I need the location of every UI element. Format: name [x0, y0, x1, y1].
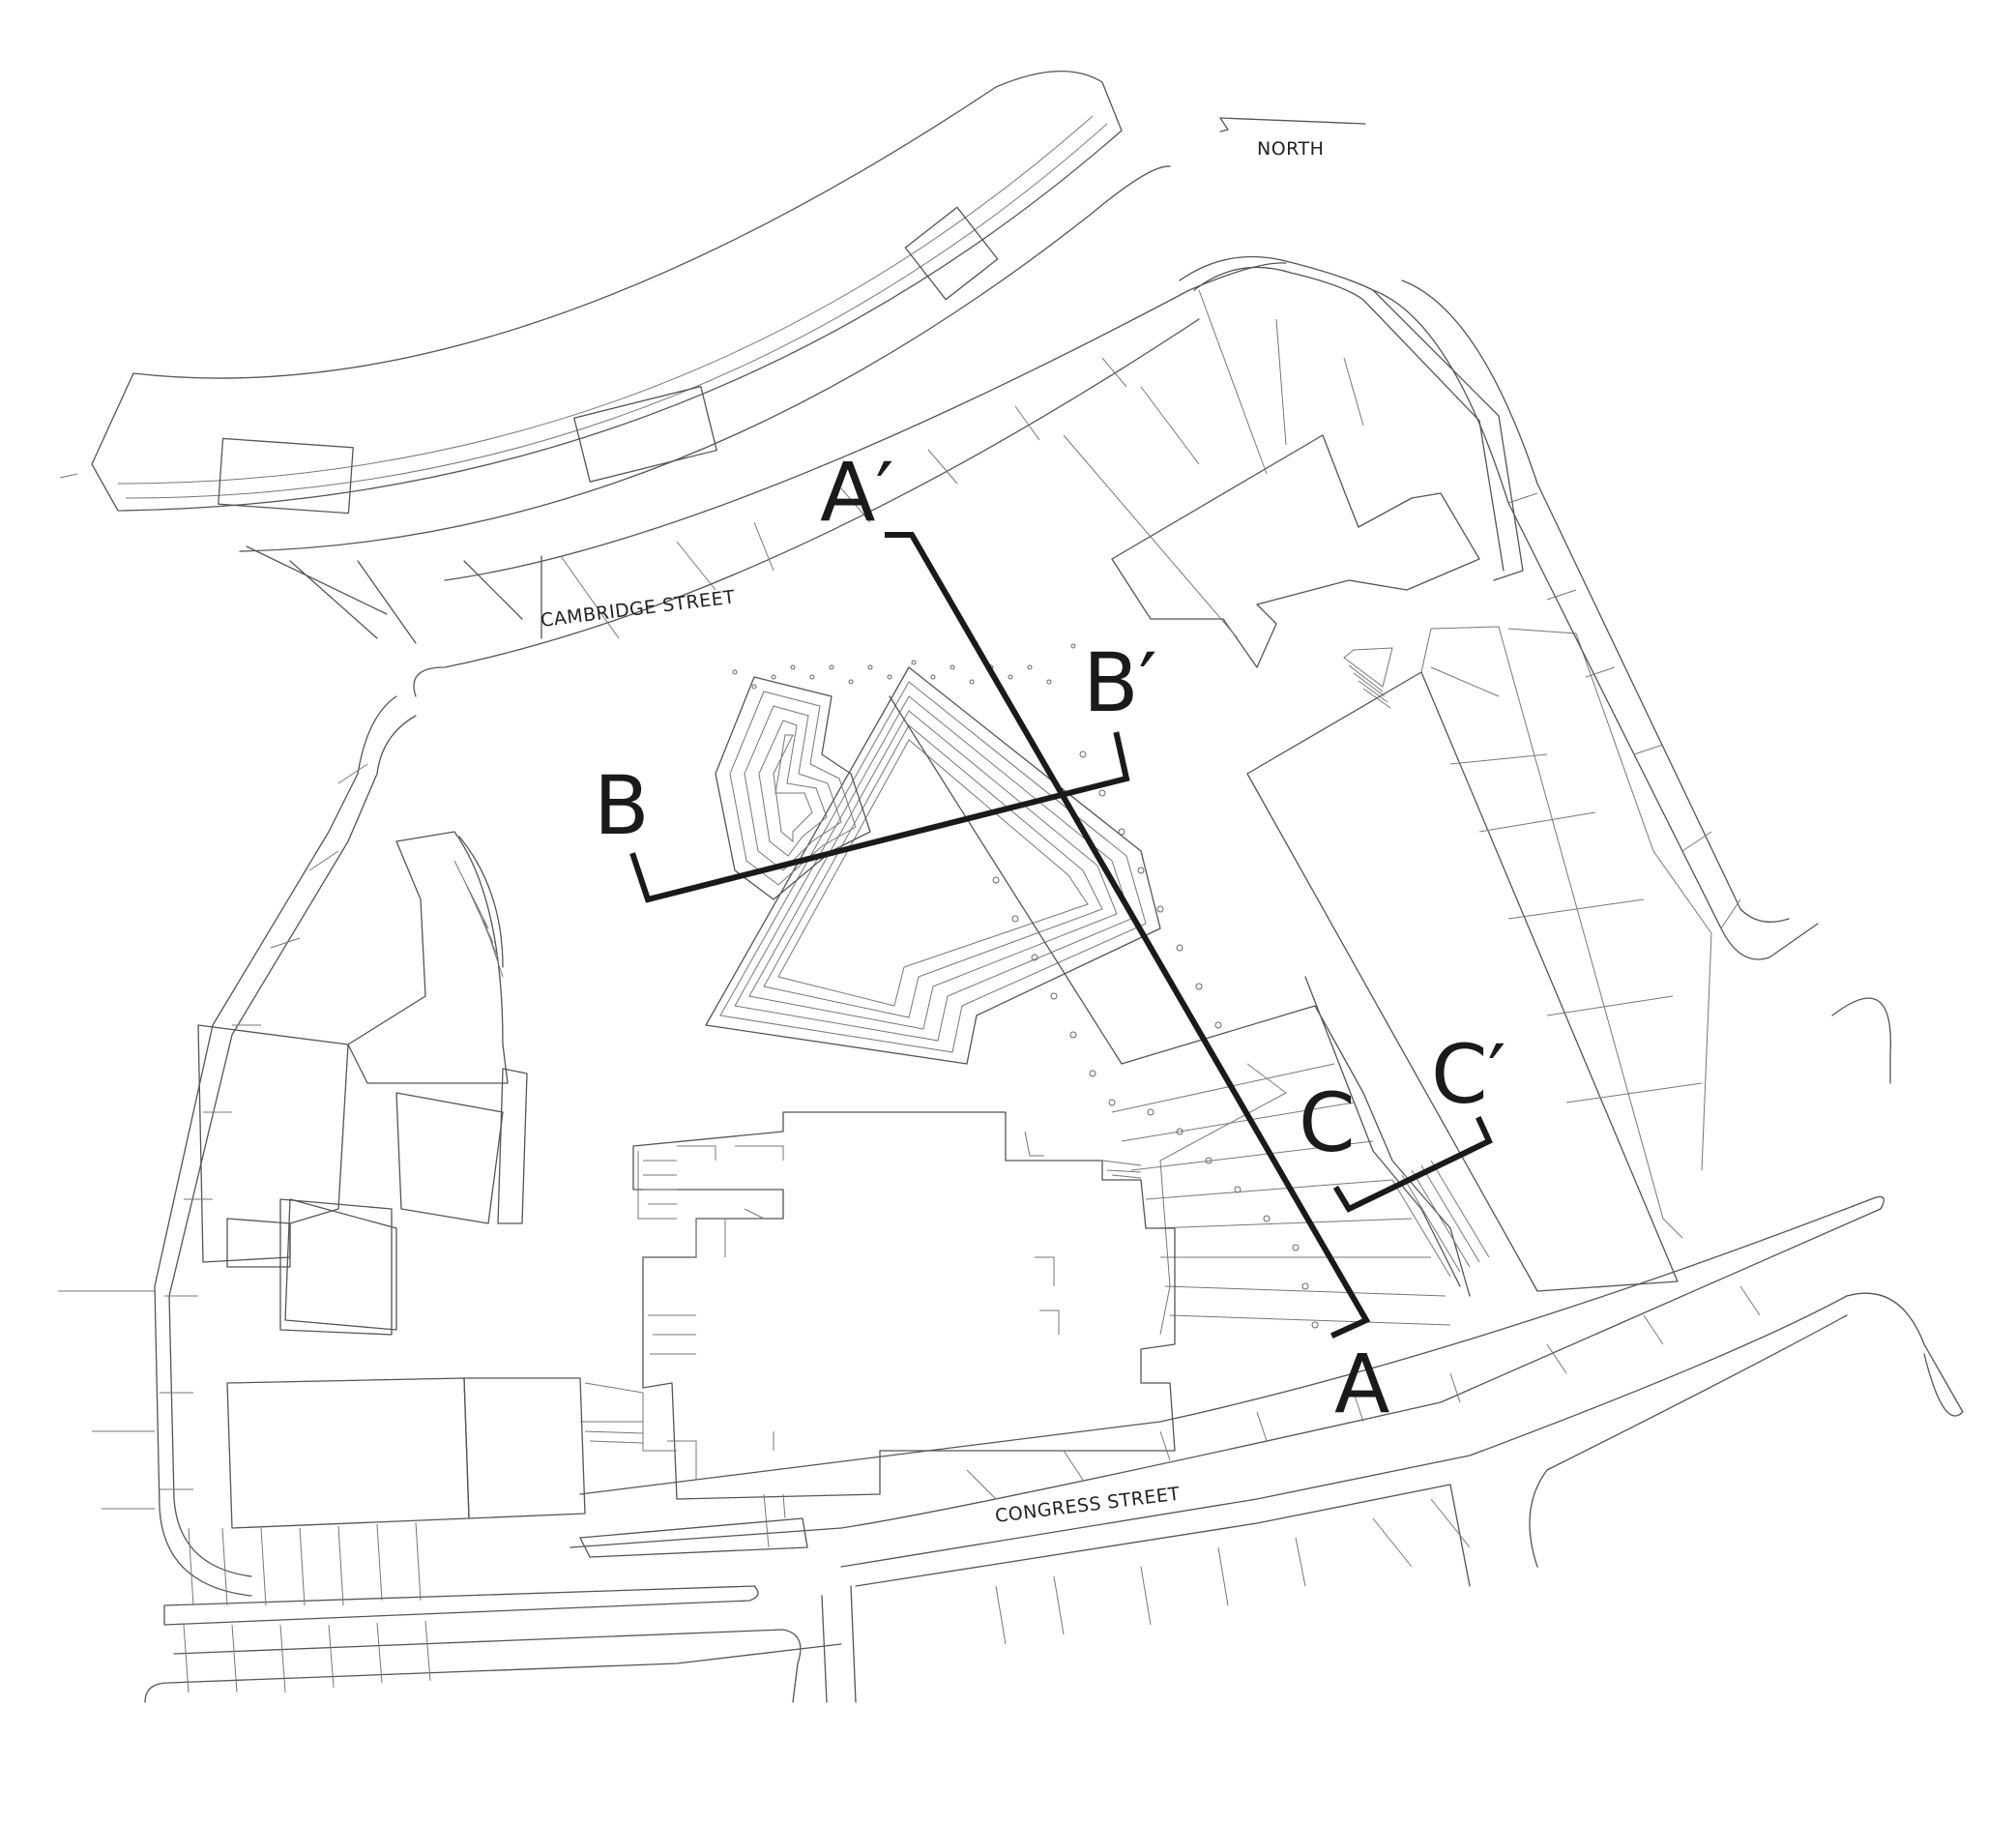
section-label-b-prime: B′ [1083, 635, 1157, 730]
west-buildings [197, 831, 586, 1529]
east-plaza-steps [889, 695, 1490, 1336]
north-arrow: NORTH [1219, 117, 1366, 160]
stepped-terraces [705, 666, 1161, 1065]
section-label-a: A [1334, 1337, 1389, 1431]
parking-area [144, 1521, 857, 1703]
section-label-b: B [594, 758, 650, 853]
north-arrow-icon [1219, 117, 1366, 132]
north-east-buildings [1063, 255, 1712, 1292]
section-line-c [1332, 1116, 1493, 1213]
north-label: NORTH [1257, 138, 1324, 160]
curved-building [59, 70, 1123, 515]
section-lines [629, 532, 1493, 1339]
cambridge-street-label: CAMBRIDGE STREET [540, 586, 737, 632]
congress-street: CONGRESS STREET [570, 1195, 1964, 1645]
west-road [58, 695, 417, 1597]
section-label-c: C [1299, 1075, 1356, 1170]
congress-street-label: CONGRESS STREET [994, 1484, 1182, 1527]
cambridge-street: CAMBRIDGE STREET [239, 165, 1287, 697]
section-line-b [629, 731, 1130, 903]
section-label-a-prime: A′ [820, 445, 894, 540]
terrace-trees [732, 643, 1319, 1329]
section-line-a [885, 532, 1371, 1339]
east-street [1372, 279, 1891, 1084]
central-building [580, 1111, 1176, 1500]
section-label-c-prime: C′ [1431, 1027, 1506, 1122]
